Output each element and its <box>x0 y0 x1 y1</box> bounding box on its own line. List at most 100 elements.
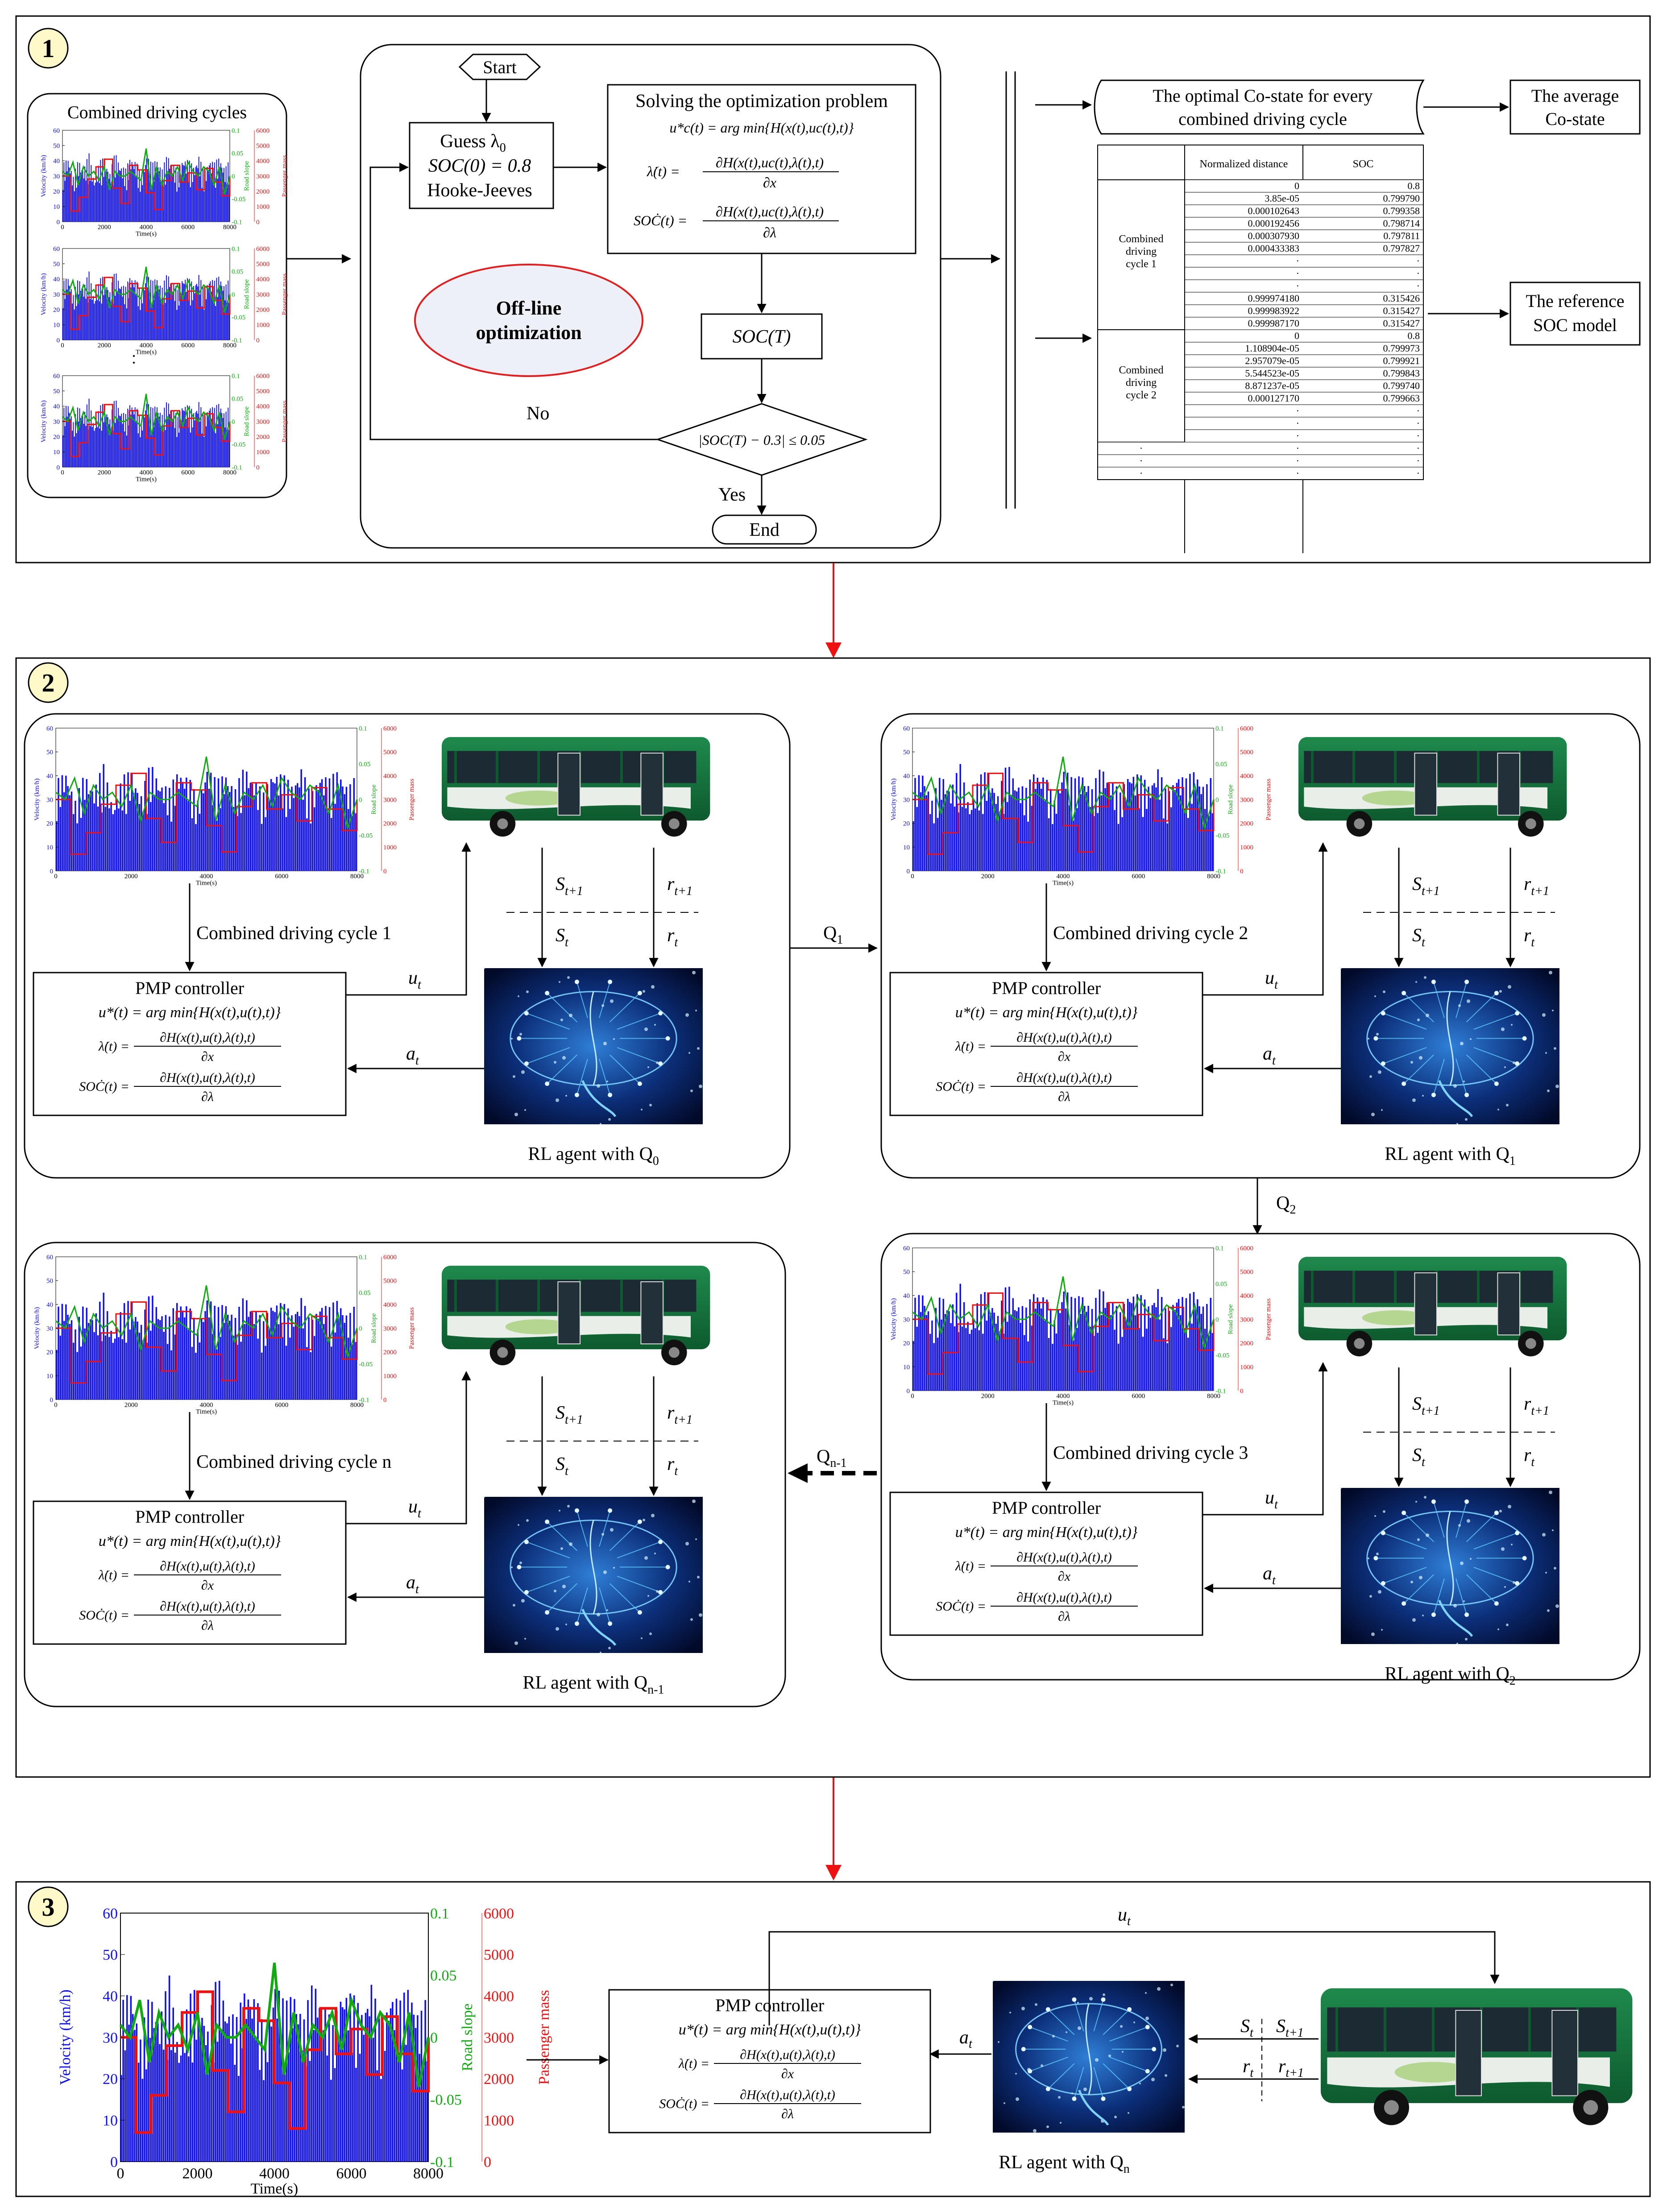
velocity-bar <box>336 772 338 871</box>
velocity-bar <box>89 1319 91 1400</box>
table-cell-soc: 0.799973 <box>1383 343 1420 354</box>
slope-tick: 0.05 <box>359 761 370 768</box>
velocity-bar <box>66 417 68 467</box>
velocity-bar <box>1198 786 1200 871</box>
velocity-bar <box>137 2063 140 2162</box>
velocity-bar <box>1149 1317 1152 1391</box>
pmp-eq2-lhs: λ̇(t) = <box>678 2056 709 2071</box>
velocity-tick: 10 <box>53 322 60 329</box>
table-cell-dots: · <box>1417 443 1420 454</box>
velocity-bar <box>266 784 268 871</box>
velocity-bar <box>128 2025 130 2162</box>
velocity-bar <box>112 814 114 871</box>
velocity-bar <box>287 779 289 871</box>
velocity-bar <box>148 277 149 340</box>
velocity-bar <box>166 402 167 467</box>
velocity-bar <box>299 1316 300 1400</box>
velocity-bar <box>114 810 116 871</box>
velocity-bar <box>211 173 212 222</box>
velocity-tick: 30 <box>46 1325 53 1332</box>
table-cell-distance: 0.000192456 <box>1248 218 1300 229</box>
velocity-bar <box>268 1329 270 1400</box>
velocity-bar <box>130 169 132 222</box>
velocity-bar <box>313 1336 315 1400</box>
chart-xlabel: Time(s) <box>251 2180 298 2197</box>
velocity-bar <box>106 782 108 871</box>
passenger-mass-line <box>912 1292 1215 1375</box>
velocity-bar <box>144 417 145 467</box>
velocity-bar <box>223 1323 225 1400</box>
velocity-bar <box>929 814 931 871</box>
velocity-bar <box>946 791 948 871</box>
velocity-bar <box>956 1292 958 1391</box>
time-tick: 4000 <box>140 224 153 231</box>
velocity-bar <box>1185 1298 1187 1391</box>
velocity-bar <box>407 1990 409 2162</box>
velocity-bar <box>939 1297 941 1391</box>
slope-axis-title: Road slope <box>1227 784 1234 814</box>
velocity-bar <box>265 1346 266 1400</box>
velocity-axis-title: Velocity (km/h) <box>40 400 47 443</box>
velocity-bar <box>217 178 218 222</box>
velocity-bar <box>963 1302 965 1391</box>
velocity-bar <box>347 2030 349 2162</box>
velocity-bar <box>123 286 124 340</box>
velocity-bar <box>149 802 152 871</box>
velocity-bar <box>155 418 157 467</box>
velocity-bar <box>1136 774 1138 871</box>
velocity-bar <box>185 279 186 340</box>
velocity-bar <box>154 279 156 340</box>
velocity-bar <box>74 191 75 222</box>
velocity-bar <box>217 297 218 340</box>
velocity-bar <box>203 1322 204 1400</box>
velocity-bar <box>200 407 202 467</box>
velocity-bar <box>217 1307 220 1400</box>
velocity-bar <box>274 783 276 871</box>
bus-image <box>442 737 710 837</box>
velocity-bar <box>120 2075 122 2162</box>
velocity-bar <box>197 168 199 222</box>
velocity-bar <box>1176 1302 1178 1391</box>
velocity-bar <box>1127 779 1129 871</box>
velocity-bar <box>199 421 200 467</box>
pmp-eq3-num: ∂H(x(t),u(t),λ(t),t) <box>1016 1070 1112 1085</box>
velocity-bar <box>92 423 94 467</box>
velocity-bar <box>326 2055 328 2162</box>
velocity-bar <box>91 427 93 467</box>
velocity-bar <box>56 821 58 871</box>
velocity-bar <box>81 288 83 340</box>
velocity-bar <box>144 290 145 340</box>
velocity-bar <box>169 414 170 467</box>
velocity-bar <box>272 1311 274 1400</box>
velocity-bar <box>156 407 158 467</box>
velocity-bar <box>130 287 132 340</box>
velocity-bar <box>948 791 950 871</box>
velocity-bar <box>158 416 160 467</box>
slope-axis-title: Road slope <box>370 1313 377 1343</box>
slope-tick: 0 <box>359 1325 362 1332</box>
velocity-bar <box>1114 1330 1115 1391</box>
velocity-bar <box>327 808 328 871</box>
velocity-bar <box>115 178 116 222</box>
velocity-bar <box>263 792 265 871</box>
velocity-tick: 50 <box>103 1947 118 1963</box>
velocity-bar <box>272 782 274 871</box>
velocity-bar <box>349 1313 351 1400</box>
velocity-bar <box>1155 1307 1157 1391</box>
velocity-bar <box>1132 1297 1135 1391</box>
velocity-bar <box>982 1334 984 1391</box>
velocity-bar <box>221 776 223 871</box>
velocity-bar <box>958 812 959 871</box>
velocity-bar <box>349 784 351 871</box>
velocity-bar <box>126 1995 128 2162</box>
velocity-bar <box>156 280 158 340</box>
velocity-bar <box>170 410 171 467</box>
velocity-bar <box>62 435 63 467</box>
pmp-title: PMP controller <box>992 1498 1101 1518</box>
velocity-bar <box>99 428 100 467</box>
velocity-bar <box>1121 817 1123 871</box>
pmp-eq2-lhs: λ̇(t) = <box>98 1568 129 1582</box>
velocity-bar <box>171 411 172 467</box>
section-2-badge: 2 <box>28 662 69 703</box>
velocity-bar <box>64 426 66 467</box>
